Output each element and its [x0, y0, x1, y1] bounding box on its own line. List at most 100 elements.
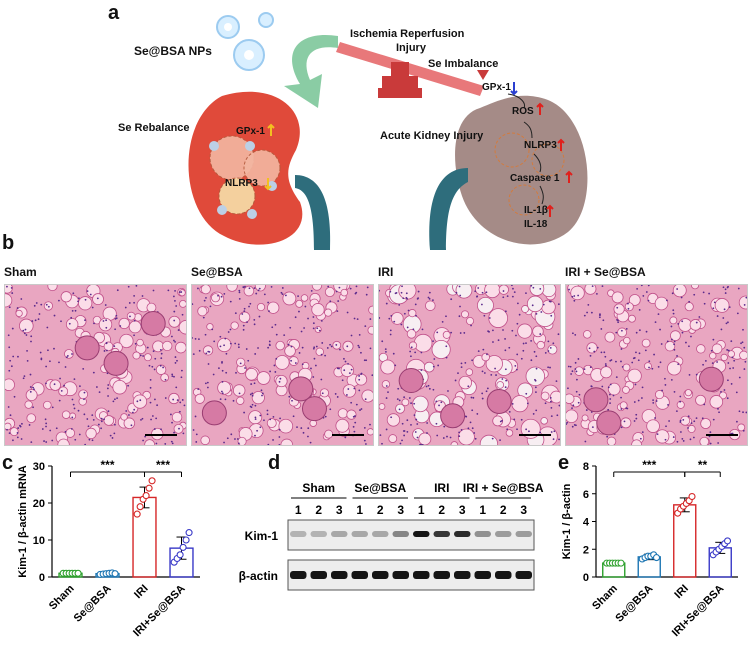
panel-a-letter: a — [108, 2, 120, 24]
x-tick-label-2: IRI — [132, 583, 150, 601]
blot-band — [474, 531, 491, 537]
rebalance-label: Se Rebalance — [118, 122, 190, 134]
blot-lane-label: 2 — [377, 503, 384, 517]
blot-lane-label: 3 — [459, 503, 466, 517]
significance-label: *** — [156, 458, 170, 472]
cascade-il1b: IL-1β — [524, 205, 548, 216]
nanoparticle-label: Se@BSA NPs — [134, 44, 212, 58]
y-tick-label: 8 — [583, 461, 589, 473]
data-point — [148, 477, 156, 485]
blot-band — [392, 531, 409, 537]
data-point — [652, 554, 661, 562]
data-point — [176, 551, 184, 559]
panel-a-schematic — [188, 12, 588, 250]
blot-band — [495, 571, 512, 579]
bar-2 — [132, 496, 157, 578]
blot-band — [351, 571, 368, 579]
blot-band — [454, 531, 471, 537]
blot-lane-label: 1 — [479, 503, 486, 517]
blot-band — [310, 571, 327, 579]
y-tick-label: 0 — [39, 572, 45, 584]
aki-label: Acute Kidney Injury — [380, 130, 484, 142]
data-point — [136, 503, 144, 511]
y-tick-label: 10 — [33, 535, 45, 547]
data-point — [142, 492, 150, 500]
histology-image-iri — [378, 284, 561, 446]
blot-row-label-0: Kim-1 — [245, 529, 279, 543]
blot-band — [392, 571, 409, 579]
balance-seesaw — [336, 42, 489, 98]
y-tick-label: 4 — [583, 517, 590, 529]
injured-kidney — [429, 95, 588, 250]
blot-group-label-3: IRI + Se@BSA — [463, 481, 544, 495]
x-tick-label-2: IRI — [672, 583, 690, 601]
data-point — [185, 529, 193, 537]
y-tick-label: 30 — [33, 461, 45, 473]
cascade-gpx: GPx-1 — [482, 82, 511, 93]
panel-e-letter: e — [558, 452, 570, 474]
blot-band — [433, 571, 450, 579]
cascade-arrows — [507, 93, 544, 205]
data-point — [182, 536, 190, 544]
blot-membrane-0 — [287, 519, 535, 551]
data-point — [111, 570, 119, 578]
rebalance-arrow — [284, 34, 338, 109]
cascade-ros: ROS — [512, 106, 534, 117]
blot-group-label-0: Sham — [302, 481, 335, 495]
histology-title-iri-sebsa: IRI + Se@BSA — [565, 265, 646, 279]
histology-image-sebsa — [191, 284, 374, 446]
indicator-arrows — [264, 82, 573, 217]
histology-image-sham — [4, 284, 187, 446]
data-point — [617, 559, 625, 567]
blot-band — [413, 531, 430, 537]
blot-band — [310, 531, 327, 537]
y-tick-label: 20 — [33, 498, 45, 510]
iri-label-line1: Ischemia Reperfusion — [350, 28, 465, 40]
histology-title-iri: IRI — [378, 265, 394, 279]
data-point — [145, 484, 153, 492]
y-tick-label: 6 — [583, 489, 589, 501]
imbalance-label: Se Imbalance — [428, 58, 499, 70]
blot-band — [290, 531, 307, 537]
healthy-nlrp3-label: NLRP3 — [225, 178, 258, 189]
panel-c-letter: c — [2, 452, 14, 474]
histology-title-sham: Sham — [4, 265, 37, 279]
blot-band — [474, 571, 491, 579]
blot-band — [372, 571, 389, 579]
blot-group-label-2: IRI — [434, 481, 449, 495]
blot-band — [433, 531, 450, 537]
cascade-nlrp3: NLRP3 — [524, 140, 557, 151]
cascade-caspase: Caspase 1 — [510, 173, 560, 184]
y-tick-label: 2 — [583, 544, 589, 556]
nanoparticle-bubbles — [216, 12, 274, 71]
panel-d-letter: d — [268, 452, 281, 474]
data-point — [723, 537, 732, 545]
data-point — [133, 510, 141, 518]
panel-b-letter: b — [2, 232, 15, 254]
blot-band — [290, 571, 307, 579]
blot-lane-label: 2 — [315, 503, 322, 517]
blot-band — [351, 531, 368, 537]
x-tick-label-1: Se@BSA — [613, 583, 655, 625]
blot-lane-label: 2 — [438, 503, 445, 517]
y-axis-label: Kim-1 / β-actin mRNA — [17, 465, 29, 578]
x-tick-label-0: Sham — [47, 582, 77, 612]
blot-membrane-1 — [287, 559, 535, 591]
blot-lane-label: 3 — [336, 503, 343, 517]
histology-title-sebsa: Se@BSA — [191, 265, 243, 279]
x-tick-label-1: Se@BSA — [72, 583, 114, 625]
x-tick-label-0: Sham — [590, 582, 620, 612]
blot-lane-label: 1 — [356, 503, 363, 517]
cascade-il18: IL-18 — [524, 219, 548, 230]
y-axis-label: Kim-1 / β-actin — [561, 483, 573, 559]
y-tick-label: 0 — [583, 572, 589, 584]
healthy-gpx-label: GPx-1 — [236, 126, 265, 137]
blot-band — [331, 571, 348, 579]
iri-label-line2: Injury — [396, 42, 426, 54]
chart-axes: 0 2 4 6 8 — [583, 461, 738, 584]
blot-lane-label: 1 — [418, 503, 425, 517]
blot-lane-label: 2 — [500, 503, 507, 517]
blot-band — [454, 571, 471, 579]
